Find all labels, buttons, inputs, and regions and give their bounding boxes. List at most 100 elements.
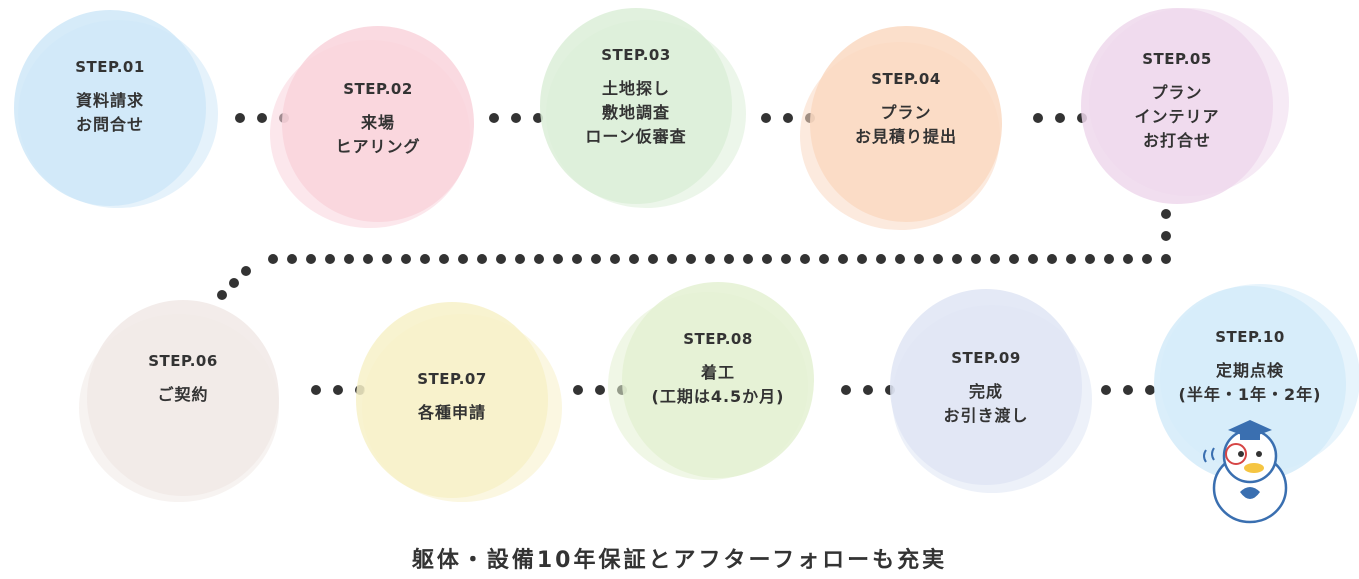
connector-dot bbox=[783, 113, 793, 123]
mascot-cap bbox=[1228, 420, 1272, 438]
connector-dot bbox=[401, 254, 411, 264]
connector-dot bbox=[1009, 254, 1019, 264]
step-07-circle: STEP.07 各種申請 bbox=[356, 302, 562, 502]
connector-dot bbox=[1145, 385, 1155, 395]
connector-dot bbox=[287, 254, 297, 264]
step-blob bbox=[87, 300, 279, 496]
connector-dot bbox=[761, 113, 771, 123]
connector-dot bbox=[306, 254, 316, 264]
step-label-line: 定期点検 bbox=[1215, 361, 1284, 380]
connector-dot bbox=[268, 254, 278, 264]
step-number: STEP.04 bbox=[871, 70, 941, 88]
step-blob bbox=[282, 26, 474, 222]
connector-dot bbox=[1161, 231, 1171, 241]
connector-dot bbox=[1085, 254, 1095, 264]
dotted-connectors bbox=[217, 113, 1171, 395]
connector-dot bbox=[863, 385, 873, 395]
connector-dot bbox=[819, 254, 829, 264]
step-blob bbox=[810, 26, 1002, 222]
connector-dot bbox=[686, 254, 696, 264]
step-blob bbox=[14, 10, 206, 206]
connector-dot bbox=[534, 254, 544, 264]
mascot-eye bbox=[1238, 451, 1244, 457]
connector-dot bbox=[857, 254, 867, 264]
step-label-line: 来場 bbox=[360, 113, 395, 132]
connector-dot bbox=[458, 254, 468, 264]
connector-dot bbox=[572, 254, 582, 264]
step-blob bbox=[890, 289, 1082, 485]
connector-dot bbox=[648, 254, 658, 264]
connector-dot bbox=[439, 254, 449, 264]
step-number: STEP.03 bbox=[601, 46, 671, 64]
step-blob bbox=[356, 302, 548, 498]
connector-dot bbox=[553, 254, 563, 264]
step-label-line: お問合せ bbox=[76, 115, 144, 134]
step-label-line: 完成 bbox=[969, 382, 1003, 401]
connector-dot bbox=[990, 254, 1000, 264]
connector-dot bbox=[876, 254, 886, 264]
step-number: STEP.07 bbox=[417, 370, 487, 388]
mascot-monocle bbox=[1225, 443, 1247, 465]
connector-dot bbox=[311, 385, 321, 395]
connector-dot bbox=[1047, 254, 1057, 264]
connector-dot bbox=[1101, 385, 1111, 395]
step-number: STEP.01 bbox=[75, 58, 145, 76]
step-label-line: ご契約 bbox=[157, 385, 208, 404]
step-label-line: (半年・1年・2年) bbox=[1179, 385, 1322, 404]
connector-dot bbox=[743, 254, 753, 264]
connector-dot bbox=[241, 266, 251, 276]
connector-dot bbox=[952, 254, 962, 264]
step-label-line: お見積り提出 bbox=[855, 127, 957, 146]
step-number: STEP.05 bbox=[1142, 50, 1212, 68]
step-label-line: 資料請求 bbox=[76, 91, 144, 110]
connector-dot bbox=[1161, 209, 1171, 219]
connector-dot bbox=[573, 385, 583, 395]
step-label-line: 各種申請 bbox=[417, 403, 486, 422]
connector-dot bbox=[496, 254, 506, 264]
connector-dot bbox=[591, 254, 601, 264]
connector-dot bbox=[1028, 254, 1038, 264]
connector-dot bbox=[667, 254, 677, 264]
step-blob bbox=[622, 282, 814, 478]
step-number: STEP.08 bbox=[683, 330, 753, 348]
connector-dot bbox=[235, 113, 245, 123]
step-label-line: ローン仮審査 bbox=[585, 127, 686, 146]
mascot-cap-base bbox=[1240, 432, 1260, 440]
connector-dot bbox=[629, 254, 639, 264]
connector-dot bbox=[344, 254, 354, 264]
connector-dot bbox=[914, 254, 924, 264]
connector-dot bbox=[705, 254, 715, 264]
step-circles: STEP.01資料請求お問合せSTEP.02来場ヒアリングSTEP.03土地探し… bbox=[14, 8, 1359, 502]
mascot-eye bbox=[1256, 451, 1262, 457]
step-blob bbox=[1154, 286, 1346, 482]
connector-dot bbox=[333, 385, 343, 395]
mascot-motion-lines bbox=[1203, 447, 1215, 463]
connector-dot bbox=[841, 385, 851, 395]
step-label-line: (工期は4.5か月) bbox=[652, 387, 785, 406]
connector-dot bbox=[800, 254, 810, 264]
bird-mascot-icon bbox=[1203, 420, 1288, 524]
connector-dot bbox=[420, 254, 430, 264]
connector-dot bbox=[781, 254, 791, 264]
step-number: STEP.02 bbox=[343, 80, 413, 98]
step-label-line: 敷地調査 bbox=[602, 103, 670, 122]
connector-dot bbox=[1161, 254, 1171, 264]
mascot-beak bbox=[1244, 463, 1264, 473]
step-label-line: ヒアリング bbox=[335, 137, 420, 156]
connector-dot bbox=[1142, 254, 1152, 264]
step-number: STEP.09 bbox=[951, 349, 1021, 367]
connector-dot bbox=[838, 254, 848, 264]
mascot-wing bbox=[1240, 487, 1260, 499]
connector-dot bbox=[257, 113, 267, 123]
step-label-line: お引き渡し bbox=[943, 406, 1028, 425]
step-label-line: お打合せ bbox=[1143, 131, 1211, 150]
connector-dot bbox=[382, 254, 392, 264]
